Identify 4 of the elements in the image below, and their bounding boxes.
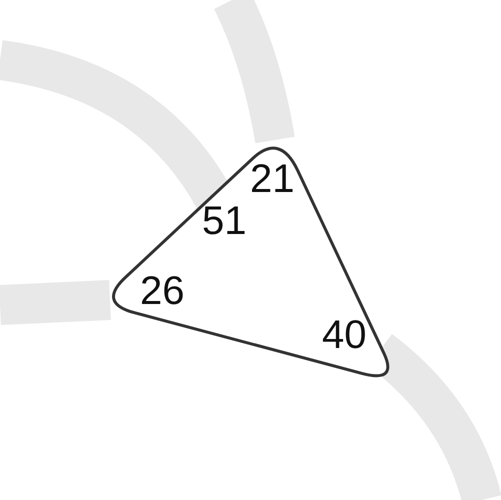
number-label: 26 [140,271,184,311]
number-label: 51 [202,201,246,241]
number-label: 40 [322,315,366,355]
number-label: 21 [250,159,294,199]
